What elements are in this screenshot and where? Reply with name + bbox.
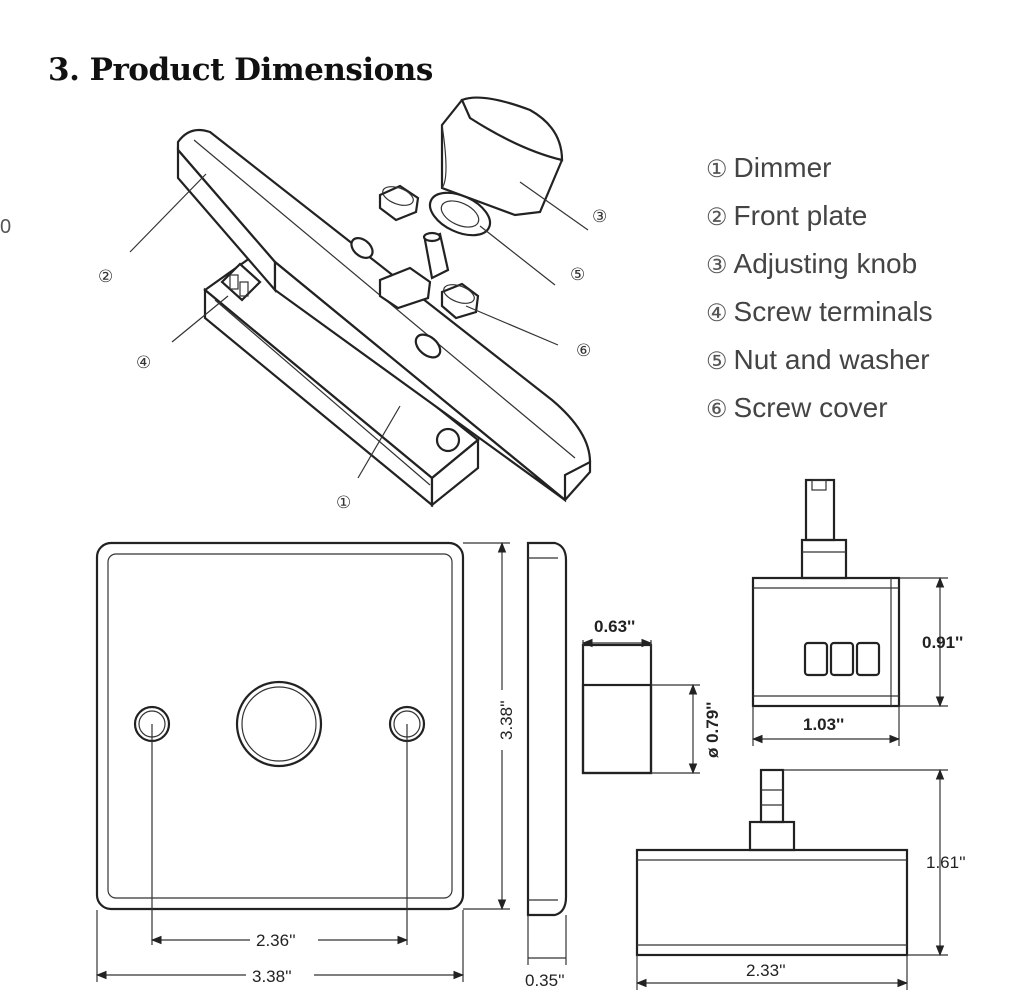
callout-5: ⑤ [570, 265, 585, 284]
legend-number: ③ [706, 252, 728, 279]
dim-side-depth: 0.35'' [525, 971, 565, 990]
legend-number: ⑥ [706, 396, 728, 423]
adjusting-knob-iso [440, 96, 564, 217]
callout-1: ① [336, 493, 351, 512]
legend-number: ② [706, 204, 728, 231]
callout-2: ② [98, 267, 113, 286]
front-plate-iso [176, 128, 592, 503]
dim-front-width: 3.38'' [252, 967, 292, 986]
legend-number: ④ [706, 300, 728, 327]
legend-label: Adjusting knob [733, 248, 918, 279]
legend-label: Screw cover [733, 392, 888, 423]
legend-number: ① [706, 156, 728, 183]
callout-6: ⑥ [576, 341, 591, 360]
legend-label: Nut and washer [733, 344, 930, 375]
front-view: 2.36'' 3.38'' 3.38'' [95, 541, 516, 986]
dim-dimmer-base-width: 2.33'' [746, 961, 786, 980]
screw-cover-iso-1 [378, 184, 420, 222]
side-view: 0.35'' [525, 541, 568, 990]
dim-screw-spacing: 2.36'' [256, 931, 296, 950]
callout-3: ③ [592, 207, 607, 226]
legend-label: Front plate [733, 200, 868, 231]
dimmer-body-iso [203, 256, 480, 508]
legend-number: ⑤ [706, 348, 728, 375]
dim-knob-length: 0.63'' [594, 617, 635, 636]
stray-mark: 0 [0, 216, 12, 238]
dim-knob-diameter: ø 0.79'' [703, 702, 722, 758]
legend-label: Dimmer [733, 152, 832, 183]
dimmer-side-view: 1.61'' 2.33'' [635, 768, 966, 990]
callout-4: ④ [136, 353, 151, 372]
dim-dimmer-width: 1.03'' [803, 715, 844, 734]
page-title: 3. Product Dimensions [48, 52, 433, 88]
exploded-view: ② ④ ① ③ ⑤ ⑥ [98, 96, 607, 512]
dim-front-height: 3.38'' [497, 700, 516, 740]
shaft-iso [378, 231, 450, 310]
dimmer-bottom-view: 0.91'' 1.03'' [751, 478, 963, 746]
screw-cover-iso-2 [440, 282, 480, 320]
screw-terminals-iso [220, 262, 262, 302]
dim-dimmer-total-height: 1.61'' [926, 853, 966, 872]
knob-view: 0.63'' ø 0.79'' [581, 617, 722, 775]
legend-label: Screw terminals [733, 296, 933, 327]
dim-dimmer-height: 0.91'' [922, 633, 963, 652]
